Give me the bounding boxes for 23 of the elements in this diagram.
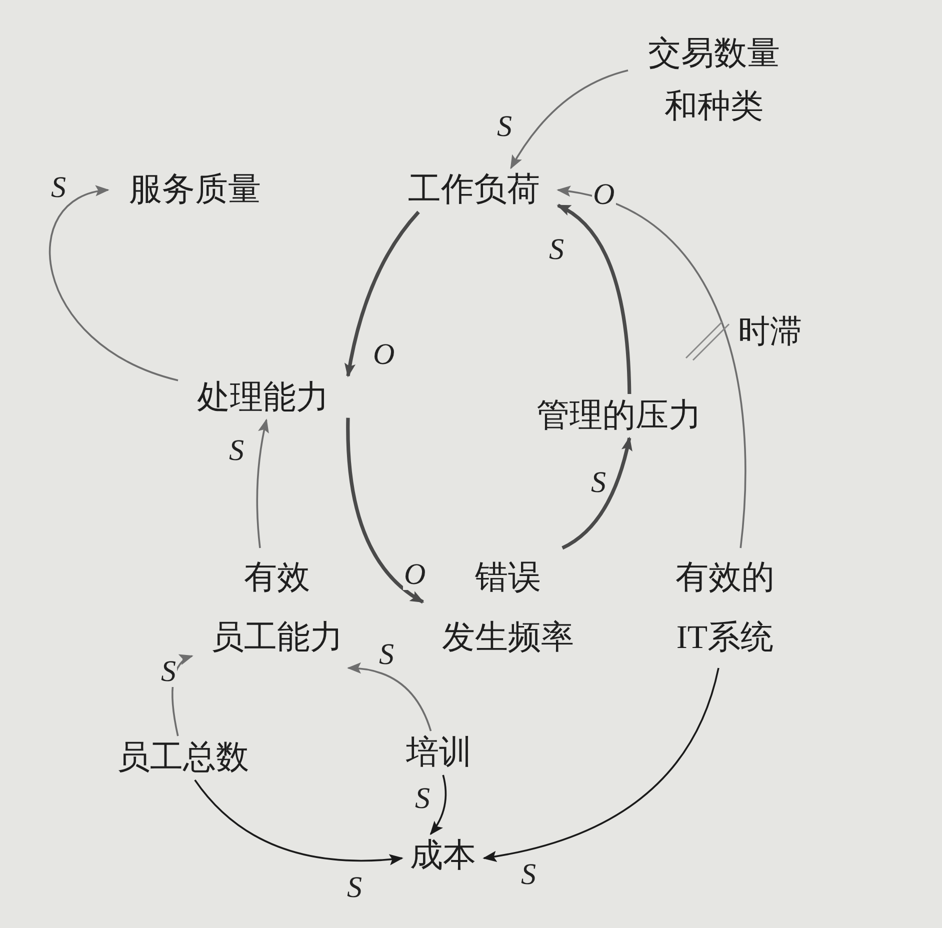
variable-label: 交易数量和种类 — [628, 28, 800, 134]
causal-arrow — [344, 210, 420, 378]
delay-label: 时滞 — [738, 312, 802, 351]
causal-arrow — [562, 436, 632, 550]
variable-label: 有效员工能力 — [192, 548, 362, 668]
causal-arrow — [510, 70, 628, 170]
causal-arrow — [347, 662, 432, 732]
causal-arrow — [194, 779, 404, 865]
causal-arrow — [430, 774, 447, 836]
variable-label: 有效的IT系统 — [660, 548, 790, 668]
variable-label: 工作负荷 — [390, 168, 558, 212]
causal-arrow — [49, 186, 178, 382]
variable-label: 处理能力 — [178, 376, 348, 420]
variable-label: 成本 — [402, 834, 484, 878]
causal-arrow — [256, 418, 270, 548]
causal-arrow — [556, 186, 746, 548]
causal-arrow — [556, 204, 632, 394]
variable-label: 管理的压力 — [515, 394, 723, 438]
causal-arrow — [482, 668, 720, 862]
variable-label: 培训 — [398, 731, 480, 775]
causal-arrow — [346, 418, 424, 604]
variable-label: 服务质量 — [108, 168, 282, 212]
variable-label: 员工总数 — [98, 736, 268, 780]
